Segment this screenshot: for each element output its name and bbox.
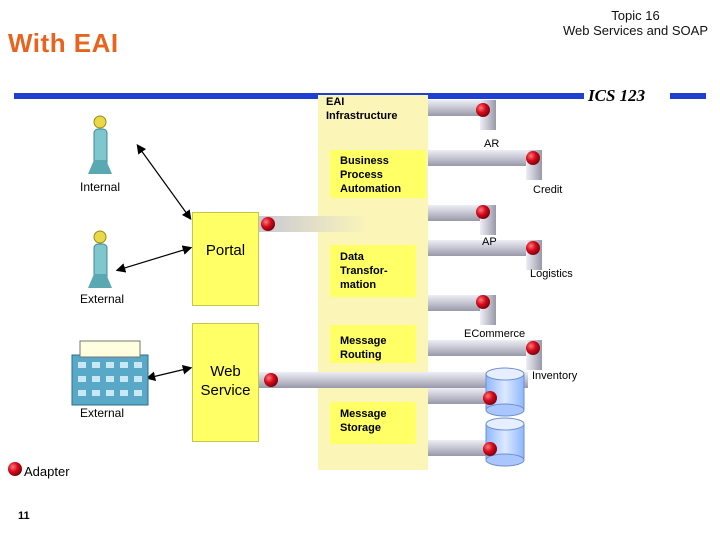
internal-arrow xyxy=(136,144,192,220)
adapter-legend-label: Adapter xyxy=(24,464,70,479)
message-storage-label: Message Storage xyxy=(330,402,416,435)
dt-line3: mation xyxy=(340,279,377,291)
business-process-automation-box: Business Process Automation xyxy=(330,150,426,198)
adapters xyxy=(8,103,540,476)
portal-box: Portal xyxy=(192,212,259,306)
system-label-inventory: Inventory xyxy=(532,370,578,382)
dt-line2: Transfor- xyxy=(340,265,388,277)
message-storage-box: Message Storage xyxy=(330,402,416,444)
database-icon xyxy=(485,417,525,467)
external-arrow xyxy=(115,245,193,273)
system-label-logistics: Logistics xyxy=(530,268,573,280)
topic-name: Web Services and SOAP xyxy=(563,23,708,38)
system-label-credit: Credit xyxy=(533,184,563,196)
bpa-line3: Automation xyxy=(340,183,402,195)
business-process-automation-label: Business Process Automation xyxy=(330,150,426,196)
mr-line1: Message xyxy=(340,335,387,347)
ms-line2: Storage xyxy=(340,422,381,434)
building-icon xyxy=(71,340,149,406)
building-arrow xyxy=(145,364,193,382)
title-underline-bar xyxy=(14,93,584,99)
eai-title-line1: EAI xyxy=(326,96,345,108)
system-label-ecommerce: ECommerce xyxy=(464,328,526,340)
ms-line1: Message xyxy=(340,408,387,420)
database-pipe-1 xyxy=(428,388,488,404)
internal-user-label: Internal xyxy=(80,180,121,194)
title-underline-bar-end xyxy=(670,93,706,99)
mr-line2: Routing xyxy=(340,349,382,361)
message-routing-box: Message Routing xyxy=(330,325,416,363)
dt-line1: Data xyxy=(340,251,364,263)
slide-title: With EAI xyxy=(8,28,119,58)
system-label-ap: AP xyxy=(482,236,497,248)
eai-title-line2: Infrastructure xyxy=(326,110,398,122)
web-service-label-line2: Service xyxy=(200,382,251,399)
web-service-box: Web Service xyxy=(192,323,259,442)
slide-number: 11 xyxy=(18,510,30,522)
web-service-label-line1: Web xyxy=(210,363,241,380)
portal-label: Portal xyxy=(205,242,246,259)
topic-number: Topic 16 xyxy=(611,8,660,23)
eai-infrastructure-title: EAI Infrastructure xyxy=(326,95,398,123)
bpa-line2: Process xyxy=(340,169,383,181)
topic-header: Topic 16 Web Services and SOAP xyxy=(563,8,708,38)
external-partner-label: External xyxy=(80,406,125,420)
course-label: ICS 123 xyxy=(588,86,646,105)
system-label-ar: AR xyxy=(484,138,500,150)
external-user-label: External xyxy=(80,292,125,306)
web-service-label: Web Service xyxy=(193,362,258,400)
internal-user-icon xyxy=(88,115,112,174)
database-pipe-2 xyxy=(428,440,488,456)
data-transformation-label: Data Transfor- mation xyxy=(330,245,416,292)
external-user-icon xyxy=(88,230,112,288)
message-routing-label: Message Routing xyxy=(330,325,416,362)
bpa-line1: Business xyxy=(340,155,389,167)
data-transformation-box: Data Transfor- mation xyxy=(330,245,416,297)
webservice-pipe xyxy=(258,372,528,388)
portal-pipe xyxy=(258,216,368,232)
